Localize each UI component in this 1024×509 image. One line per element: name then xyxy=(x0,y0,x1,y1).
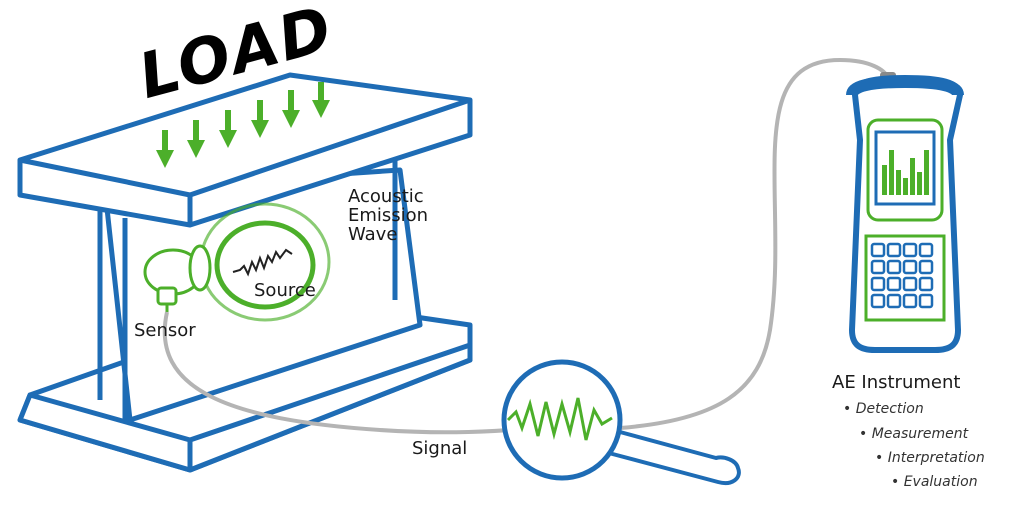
beam-top-edge-2 xyxy=(189,97,471,198)
source-crack xyxy=(232,248,293,277)
keypad-icon xyxy=(870,242,934,309)
signal-label: Signal xyxy=(412,438,468,459)
load-arrows xyxy=(156,82,330,168)
source-label: Source xyxy=(254,280,316,301)
ae-instrument-icon xyxy=(846,72,964,353)
down-arrow-icon xyxy=(251,100,269,138)
bar-chart-icon xyxy=(882,150,929,195)
sensor-label: Sensor xyxy=(134,320,196,341)
down-arrow-icon xyxy=(312,82,330,118)
acoustic-emission-wave-label: Acoustic Emission Wave xyxy=(348,186,429,245)
down-arrow-icon xyxy=(156,130,174,168)
down-arrow-icon xyxy=(219,110,237,148)
magnifier-icon xyxy=(501,359,741,485)
step-measurement: • Measurement xyxy=(859,426,969,442)
sensor-icon xyxy=(143,244,212,312)
step-interpretation: • Interpretation xyxy=(875,450,985,466)
down-arrow-icon xyxy=(187,120,205,158)
instrument-cable xyxy=(619,57,890,430)
beam-top-edge xyxy=(19,157,191,198)
signal-waveform xyxy=(506,397,613,441)
step-evaluation: • Evaluation xyxy=(891,474,978,490)
ae-instrument-title: AE Instrument xyxy=(832,372,961,393)
down-arrow-icon xyxy=(282,90,300,128)
beam-top-flange xyxy=(17,72,473,228)
step-detection: • Detection xyxy=(843,401,924,417)
wave-ring-inner xyxy=(214,220,316,310)
i-beam xyxy=(17,72,473,473)
sensor-cable xyxy=(162,311,511,435)
